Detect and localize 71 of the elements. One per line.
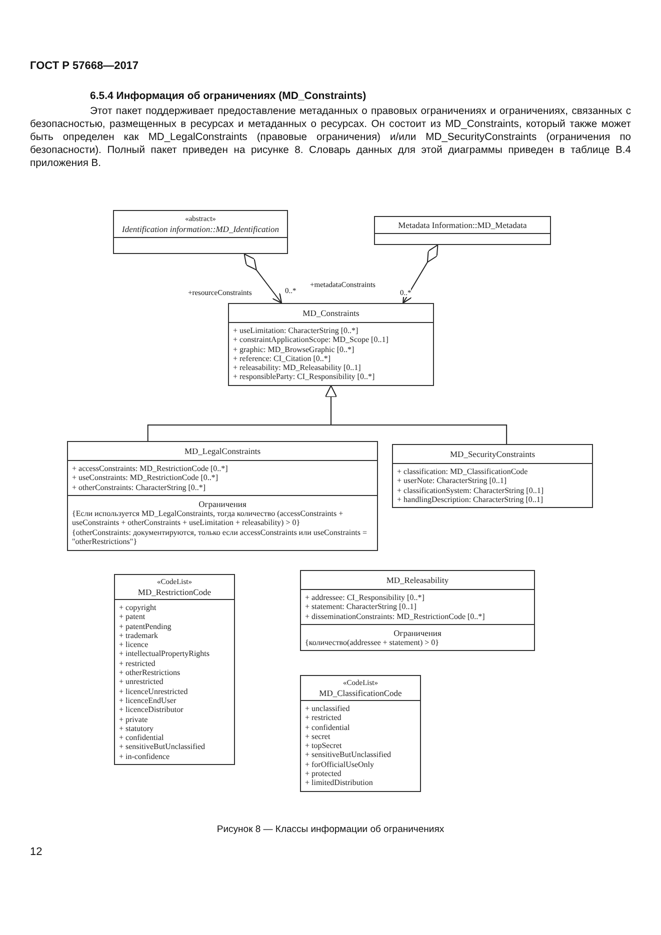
class-box: [67, 441, 378, 551]
class-name: MD_LegalConstraints: [183, 446, 262, 456]
class-name: Metadata Information::MD_Metadata: [397, 220, 528, 230]
class-name: MD_SecurityConstraints: [449, 449, 536, 459]
attribute-text: + classificationSystem: CharacterString [0..1]: [397, 486, 544, 495]
enum-value: + trademark: [119, 630, 158, 640]
enum-value: + restricted: [305, 713, 342, 723]
enum-value: + confidential: [305, 722, 351, 732]
aggregation-arrow: [244, 254, 282, 304]
enum-value: + licenceEndUser: [119, 696, 178, 706]
enum-value: + unrestricted: [119, 677, 164, 687]
enum-value: + patent: [119, 612, 146, 622]
enum-value: + licenceDistributor: [119, 705, 184, 715]
figure-caption: Рисунок 8 — Классы информации об ограничениях: [216, 824, 446, 835]
constraint-text: {Если используется MD_LegalConstraints, тогда количество (accessConstraints + useConstraints + otherConstraints + useLimitation + releasability) > 0}: [72, 508, 344, 528]
class-name: Identification information::MD_Identification: [121, 224, 280, 234]
class-name: MD_Releasability: [385, 575, 450, 585]
class-box: [114, 574, 235, 766]
page-number: 12: [30, 846, 42, 858]
class-name: MD_RestrictionCode: [136, 587, 212, 597]
enum-value: + restricted: [119, 658, 156, 668]
document-header: ГОСТ Р 57668—2017: [30, 60, 139, 72]
paragraph-text: Этот пакет поддерживает предоставление метаданных о правовых ограничениях и ограничениях, связанных с безопасностью, размещенных в ресурсах и метаданных о ресурсах. Он состоит из MD_Constraints, который также может быть определен как MD_LegalConstraints (правовые ограничения) и/или MD_SecurityConstraints (ограничения по безопасности). Полный пакет приведен на рисунке 8. Словарь данных для этой диаграммы приведен в таблице В.4 приложения В.: [30, 105, 631, 170]
enum-value: + otherRestrictions: [119, 668, 182, 678]
class-box: [374, 216, 551, 245]
class-name: MD_Constraints: [302, 308, 360, 318]
attribute-text: + useConstraints: MD_RestrictionCode [0..*]: [72, 473, 220, 483]
class-box: [300, 570, 535, 652]
attribute-text: + disseminationConstraints: MD_RestrictionCode [0..*]: [305, 612, 486, 621]
constraint-heading: Ограничения: [392, 628, 442, 638]
class-box: [392, 444, 593, 508]
enum-value: + sensitiveButUnclassified: [119, 742, 206, 752]
enum-value: + confidential: [119, 733, 165, 742]
enum-value: + statutory: [119, 724, 155, 734]
enum-value: + copyright: [119, 603, 158, 612]
aggregation-arrow: [402, 244, 438, 304]
attribute-text: + classification: MD_ClassificationCode: [397, 467, 529, 476]
enum-value: + protected: [305, 769, 342, 778]
class-box: [113, 210, 288, 254]
constraint-text: {otherConstraints: документируются, только если accessConstraints или useConstraints = "otherRestrictions"}: [72, 528, 368, 547]
class-name: MD_ClassificationCode: [318, 688, 403, 698]
enum-value: + forOfficialUseOnly: [305, 760, 376, 770]
attribute-text: + statement: CharacterString [0..1]: [305, 602, 418, 612]
enum-value: + intellectualPropertyRights: [119, 649, 210, 659]
enum-value: + patentPending: [119, 622, 172, 631]
enum-value: + sensitiveButUnclassified: [305, 750, 392, 760]
constraint-heading: Ограничения: [198, 498, 248, 509]
class-box: [228, 303, 434, 386]
enum-value: + topSecret: [305, 741, 343, 750]
attribute-text: + handlingDescription: CharacterString [0..1]: [397, 494, 544, 504]
generalization-arrow: [325, 385, 508, 444]
attribute-text: + accessConstraints: MD_RestrictionCode [0..*]: [72, 464, 229, 474]
enum-value: + unclassified: [305, 704, 351, 714]
enum-value: + private: [119, 714, 149, 724]
section-title: 6.5.4 Информация об ограничениях (MD_Constraints): [90, 90, 366, 102]
constraint-text: {количество(addressee + statement) > 0}: [305, 638, 439, 648]
attribute-text: + otherConstraints: CharacterString [0..*]: [72, 482, 207, 492]
enum-value: + secret: [305, 732, 332, 742]
class-box: [300, 675, 421, 792]
attribute-text: + addressee: CI_Responsibility [0..*]: [305, 593, 426, 602]
attribute-text: + userNote: CharacterString [0..1]: [397, 476, 508, 486]
attribute-text: + reference: CI_Citation [0..*]: [233, 354, 331, 364]
attribute-text: + releasability: MD_Releasability [0..1]: [233, 363, 362, 372]
enum-value: + limitedDistribution: [305, 778, 374, 788]
attribute-text: + responsibleParty: CI_Responsibility [0..*]: [233, 372, 376, 382]
attribute-text: + constraintApplicationScope: MD_Scope [0..1]: [233, 335, 390, 345]
enum-value: + licence: [119, 640, 150, 650]
enum-value: + licenceUnrestricted: [119, 686, 189, 696]
attribute-text: + useLimitation: CharacterString [0..*]: [233, 326, 360, 336]
attribute-text: + graphic: MD_BrowseGraphic [0..*]: [233, 344, 356, 354]
enum-value: + in-confidence: [119, 752, 170, 762]
